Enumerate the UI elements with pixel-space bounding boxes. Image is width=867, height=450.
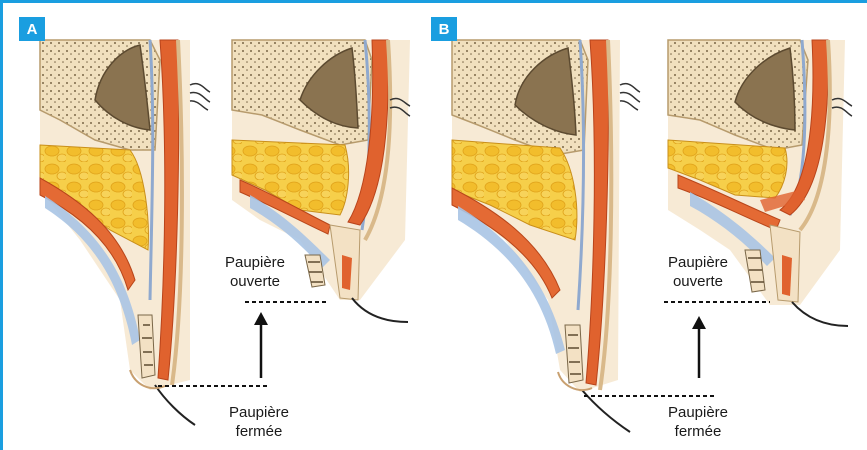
panel-b-closed-label: Paupière fermée: [655, 403, 741, 441]
panel-a-closed-label: Paupière fermée: [216, 403, 302, 441]
panel-a-closed-label-line2: fermée: [216, 422, 302, 441]
panel-a-open-label: Paupière ouverte: [212, 253, 298, 291]
panel-b-closed-illustration: [452, 40, 640, 432]
panel-b-arrow-head-icon: [692, 316, 706, 329]
panel-a-badge: A: [19, 17, 45, 41]
panel-a-closed-illustration: [40, 40, 210, 425]
panel-b-open-label-line2: ouverte: [655, 272, 741, 291]
panel-b-badge: B: [431, 17, 457, 41]
panel-b-closed-label-line2: fermée: [655, 422, 741, 441]
panel-a-open-label-line1: Paupière: [212, 253, 298, 272]
panel-b-open-label-line1: Paupière: [655, 253, 741, 272]
panel-a-closed-label-line1: Paupière: [216, 403, 302, 422]
panel-a-arrow-head-icon: [254, 312, 268, 325]
panel-b-open-label: Paupière ouverte: [655, 253, 741, 291]
panel-a-open-label-line2: ouverte: [212, 272, 298, 291]
panel-b-closed-label-line1: Paupière: [655, 403, 741, 422]
